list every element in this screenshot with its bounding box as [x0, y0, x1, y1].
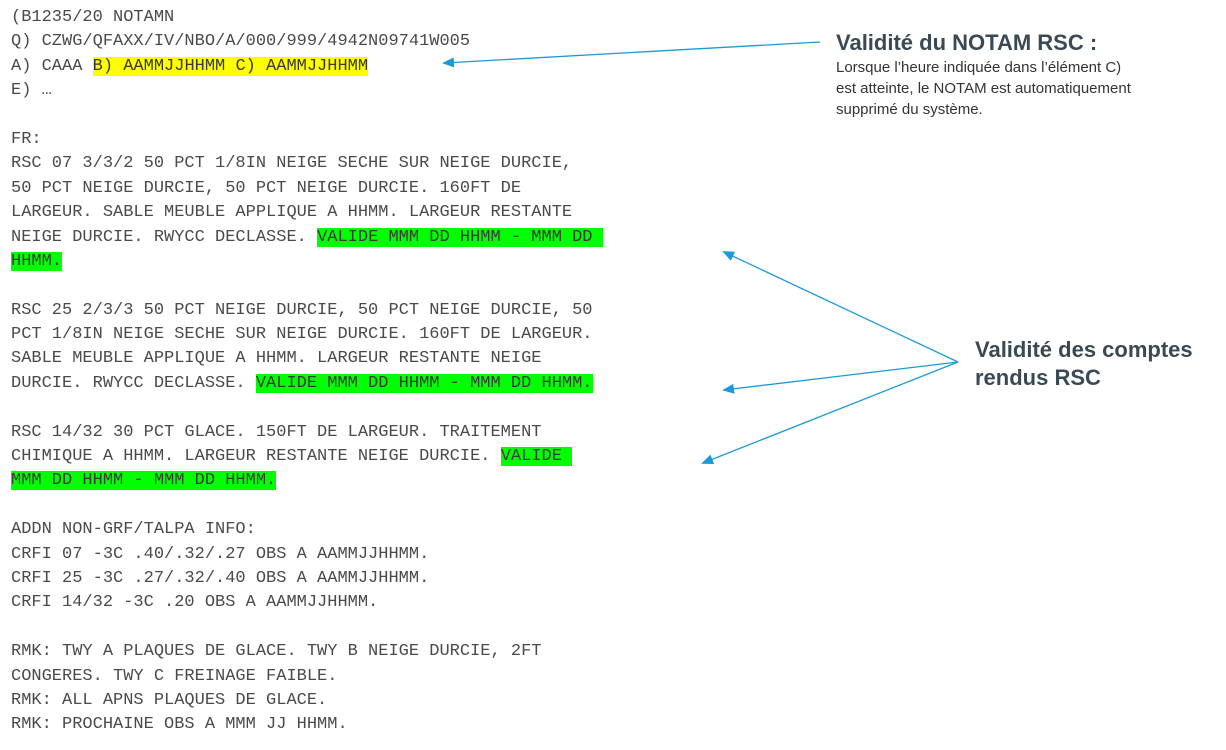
rsc-25-line-1: RSC 25 2/3/3 50 PCT NEIGE DURCIE, 50 PCT…: [11, 300, 593, 320]
rmk-line-2: CONGERES. TWY C FREINAGE FAIBLE.: [11, 666, 338, 686]
rsc-07-line-3: LARGEUR. SABLE MEUBLE APPLIQUE A HHMM. L…: [11, 203, 573, 223]
arrow-to-rsc-07-validity: [722, 251, 959, 363]
notam-q-line: Q) CZWG/QFAXX/IV/NBO/A/000/999/4942N0974…: [11, 32, 471, 52]
rsc-1432-line-1: RSC 14/32 30 PCT GLACE. 150FT DE LARGEUR…: [11, 422, 542, 442]
rsc-07-validity-highlight-end: HHMM.: [11, 251, 63, 271]
rsc-07-line-4-text: NEIGE DURCIE. RWYCC DECLASSE.: [11, 227, 318, 247]
notam-validity-callout-line-2: est atteinte, le NOTAM est automatiqueme…: [836, 80, 1131, 97]
rsc-25-line-3: SABLE MEUBLE APPLIQUE A HHMM. LARGEUR RE…: [11, 349, 542, 369]
addn-title: ADDN NON-GRF/TALPA INFO:: [11, 520, 256, 540]
rsc-validity-callout-title: Validité des comptes rendus RSC: [975, 336, 1193, 392]
fr-label: FR:: [11, 129, 42, 149]
crfi-25-line: CRFI 25 -3C .27/.32/.40 OBS A AAMMJJHHMM…: [11, 568, 430, 588]
rmk-line-1: RMK: TWY A PLAQUES DE GLACE. TWY B NEIGE…: [11, 642, 542, 662]
rsc-25-line-4-text: DURCIE. RWYCC DECLASSE.: [11, 373, 256, 393]
rsc-07-line-4: NEIGE DURCIE. RWYCC DECLASSE. VALIDE MMM…: [11, 226, 771, 250]
notam-text: (B1235/20 NOTAMN Q) CZWG/QFAXX/IV/NBO/A/0…: [11, 6, 771, 738]
rsc-25-line-2: PCT 1/8IN NEIGE SECHE SUR NEIGE DURCIE. …: [11, 325, 593, 345]
crfi-1432-line: CRFI 14/32 -3C .20 OBS A AAMMJJHHMM.: [11, 593, 379, 613]
notam-a-prefix: A) CAAA: [11, 56, 93, 76]
rsc-25-validity-highlight: VALIDE MMM DD HHMM - MMM DD HHMM.: [255, 373, 593, 393]
notam-validity-callout-body: Lorsque l’heure indiquée dans l’élément …: [836, 57, 1131, 120]
rsc-1432-validity-highlight-end: MMM DD HHMM - MMM DD HHMM.: [11, 471, 277, 491]
notam-header: (B1235/20 NOTAMN: [11, 8, 175, 27]
rsc-1432-line-2-text: CHIMIQUE A HHMM. LARGEUR RESTANTE NEIGE …: [11, 447, 501, 467]
notam-validity-callout-line-1: Lorsque l’heure indiquée dans l’élément …: [836, 59, 1122, 76]
rsc-validity-callout-line-1: Validité des comptes: [975, 337, 1193, 362]
rmk-line-4: RMK: PROCHAINE OBS A MMM JJ HHMM.: [11, 715, 348, 735]
notam-e-line: E) …: [11, 81, 52, 101]
arrow-to-rsc-1432-validity: [701, 361, 959, 464]
rsc-1432-line-3: MMM DD HHMM - MMM DD HHMM.: [11, 469, 771, 493]
arrow-to-notam-validity: [442, 41, 821, 68]
rsc-1432-validity-highlight: VALIDE: [500, 447, 573, 467]
rsc-25-line-4: DURCIE. RWYCC DECLASSE. VALIDE MMM DD HH…: [11, 372, 771, 396]
rsc-validity-callout-line-2: rendus RSC: [975, 365, 1101, 390]
rsc-1432-line-2: CHIMIQUE A HHMM. LARGEUR RESTANTE NEIGE …: [11, 445, 771, 469]
rsc-07-line-2: 50 PCT NEIGE DURCIE, 50 PCT NEIGE DURCIE…: [11, 178, 522, 198]
notam-a-line: A) CAAA B) AAMMJJHHMM C) AAMMJJHHMM: [11, 55, 771, 79]
crfi-07-line: CRFI 07 -3C .40/.32/.27 OBS A AAMMJJHHMM…: [11, 544, 430, 564]
rsc-07-line-5: HHMM.: [11, 250, 771, 274]
rsc-07-validity-highlight: VALIDE MMM DD HHMM - MMM DD: [317, 227, 603, 247]
arrow-to-rsc-25-validity: [722, 361, 959, 394]
notam-validity-callout-line-3: supprimé du système.: [836, 101, 983, 118]
rsc-07-line-1: RSC 07 3/3/2 50 PCT 1/8IN NEIGE SECHE SU…: [11, 154, 573, 174]
notam-validity-callout-title: Validité du NOTAM RSC :: [836, 30, 1098, 55]
notam-validity-highlight: B) AAMMJJHHMM C) AAMMJJHHMM: [92, 56, 369, 76]
rmk-line-3: RMK: ALL APNS PLAQUES DE GLACE.: [11, 690, 328, 710]
